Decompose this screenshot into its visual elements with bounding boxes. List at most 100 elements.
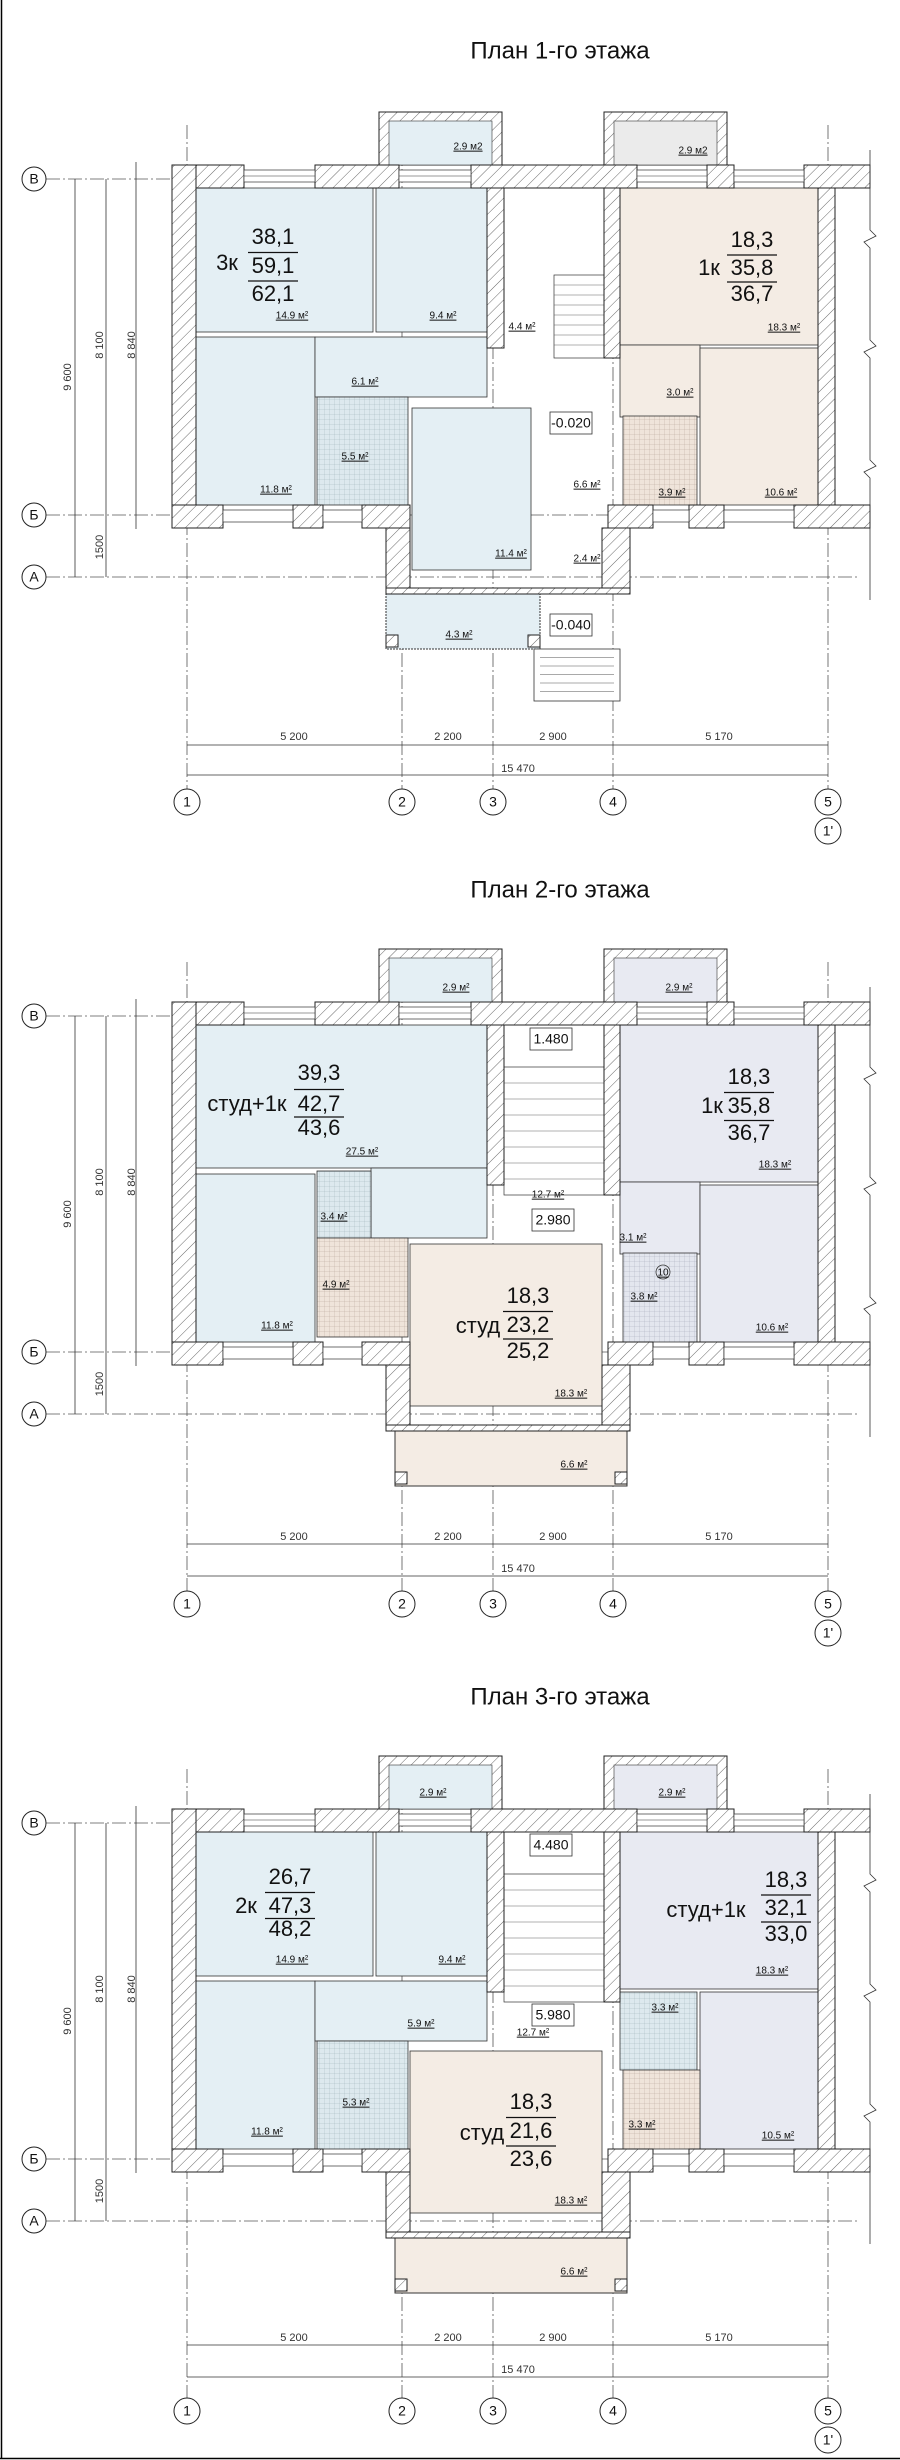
level-mark-box [529,1027,573,1051]
room [619,187,819,346]
room [619,1181,701,1255]
room [409,2050,603,2214]
axis-bubble-row [21,502,47,528]
floor-plan-title: План 2-го этажа [470,876,650,903]
wall [385,2171,411,2239]
apartment-total-with-balcony-area: 33,0 [765,1921,808,1946]
room-area-label: 4.3 м² [446,630,474,641]
axis-bubble-col [173,1590,201,1618]
dimension-horizontal: 5 170 [705,2332,733,2344]
axis-bubble-col [599,788,627,816]
axis-label-row: Б [29,2151,38,2167]
room-area-label: 18.3 м² [555,2196,588,2207]
dimension-vertical: 9 600 [62,2007,74,2035]
apartment-living-area: 38,1 [252,224,295,249]
room-area-label: 2.9 м2 [678,146,708,157]
column [394,1471,408,1485]
wall [292,504,324,529]
column [614,2278,628,2292]
level-mark: 5.980 [535,2007,570,2023]
dimension-vertical: 8 840 [126,1168,138,1196]
axis-label-extra: 1' [823,2432,833,2448]
dimension-horizontal: 2 200 [434,2332,462,2344]
axis-bubble-col [814,1590,842,1618]
window [652,2153,690,2167]
room-area-label: 10.5 м² [762,2131,795,2142]
column [527,634,541,648]
room-area-label: 10.6 м² [756,1323,789,1334]
room-area-label: 4.4 м² [509,322,537,333]
dimension-horizontal: 2 900 [539,1531,567,1543]
room-area-label: 2.9 м² [659,1788,687,1799]
axis-bubble-col [388,2397,416,2425]
apartment-type: студ+1к [207,1091,287,1116]
wall [603,187,621,359]
room-area-label: 9.4 м² [430,311,458,322]
room-area-label: 3.0 м² [667,388,695,399]
axis-label-row: А [29,2213,39,2229]
apartment-total-area: 32,1 [765,1895,808,1920]
level-mark: 1.480 [533,1031,568,1047]
dimension-vertical: 9 600 [62,363,74,391]
room [195,187,374,333]
axis-label-col: 2 [398,1596,406,1612]
axis-bubble-extra [814,2426,842,2454]
floor-plan-title: План 3-го этажа [470,1683,650,1710]
room [370,1167,488,1239]
window [322,2153,363,2167]
apartment-total-area: 59,1 [252,253,295,278]
balcony [388,120,493,166]
apartment-living-area: 18,3 [728,1064,771,1089]
axis-label-row: А [29,1406,39,1422]
room [622,415,698,506]
apartment-type: 1к [701,1093,723,1118]
wall [314,164,400,189]
dimension-vertical: 1500 [94,1372,106,1396]
room-area-label: 2.9 м2 [453,142,483,153]
window [222,509,294,523]
wall [793,1341,871,1366]
axis-bubble-extra [814,817,842,845]
dimension-horizontal: 2 900 [539,2332,567,2344]
window [723,509,795,523]
room-area-label: 18.3 м² [555,1389,588,1400]
room-area-label: 6.1 м² [352,377,380,388]
dimension-horizontal: 5 200 [280,2332,308,2344]
window [222,2153,294,2167]
room-area-label: 10.6 м² [765,488,798,499]
window [322,509,363,523]
room-area-label: 3.3 м² [629,2120,657,2131]
room-area-label: 14.9 м² [276,311,309,322]
apartment-total-with-balcony-area: 25,2 [507,1338,550,1363]
room-area-label: 9.4 м² [439,1955,467,1966]
room [699,1991,819,2150]
wall [385,2231,631,2239]
apartment-total-with-balcony-area: 62,1 [252,281,295,306]
wall [817,1831,836,2150]
wall [171,504,224,529]
room-area-label: 3.9 м² [659,488,687,499]
room-area-label: 5.5 м² [342,452,370,463]
stair-flight [553,274,607,359]
axis-label-col: 3 [489,1596,497,1612]
room [619,344,701,418]
axis-label-col: 1 [183,2403,191,2419]
room [316,2040,409,2150]
dimension-vertical: 8 840 [126,1975,138,2003]
apartment-total-area: 47,3 [269,1893,312,1918]
dimension-vertical: 1500 [94,2179,106,2203]
dimension-vertical: 8 100 [94,1975,106,2003]
room [619,1991,698,2071]
wall [486,1024,505,1186]
axis-label-row: А [29,569,39,585]
level-mark: -0.040 [551,617,591,633]
apartment-total-with-balcony-area: 23,6 [510,2146,553,2171]
axis-bubble-col [814,2397,842,2425]
wall [603,1024,621,1196]
axis-bubble-col [388,788,416,816]
axis-label-row: Б [29,1344,38,1360]
axis-label-col: 4 [609,2403,617,2419]
room-area-label: 27.5 м² [346,1147,379,1158]
break-line [863,1794,877,2244]
